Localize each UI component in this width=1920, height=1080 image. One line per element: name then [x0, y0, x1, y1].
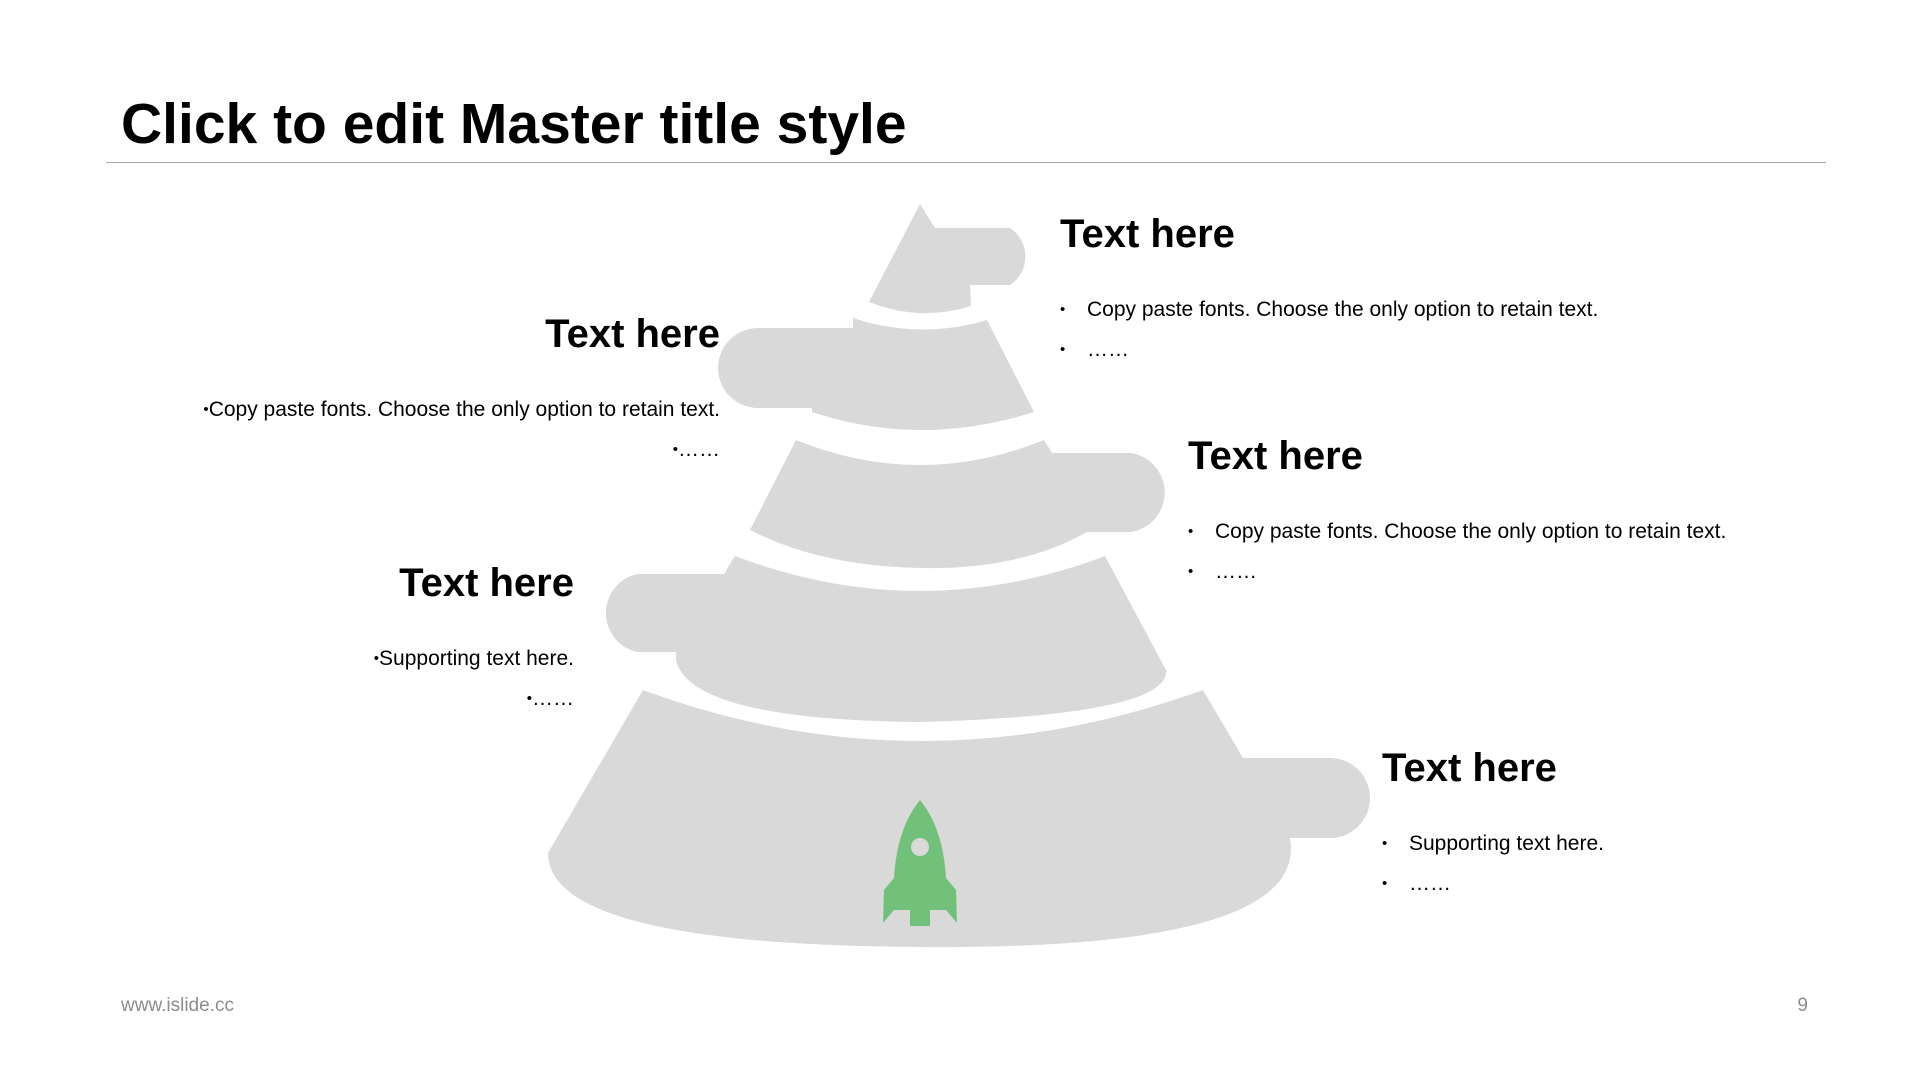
- rocket-icon: [883, 800, 957, 926]
- level-4-bullet-list: Supporting text here. ……: [0, 639, 574, 719]
- level-1-bullet-list: Copy paste fonts. Choose the only option…: [1060, 290, 1780, 370]
- pyramid-layer-3: [750, 440, 1165, 569]
- level-2-bullet-2[interactable]: ……: [0, 430, 720, 470]
- level-3-heading[interactable]: Text here: [1188, 434, 1363, 478]
- footer-url: www.islide.cc: [121, 995, 234, 1016]
- rocket-body: [883, 800, 957, 926]
- pyramid-layer-4: [605, 556, 1167, 722]
- level-2-bullet-1[interactable]: Copy paste fonts. Choose the only option…: [0, 390, 720, 430]
- level-4-text: Text here Supporting text here. ……: [0, 557, 574, 719]
- page-number: 9: [1797, 995, 1808, 1016]
- title-divider: [106, 162, 1826, 163]
- level-5-text: Text here Supporting text here. ……: [1382, 742, 1920, 904]
- pyramid-layer-1: [869, 204, 1026, 314]
- pyramid-layer-2: [718, 318, 1034, 430]
- level-5-bullet-1[interactable]: Supporting text here.: [1382, 824, 1920, 864]
- level-2-bullet-list: Copy paste fonts. Choose the only option…: [0, 390, 720, 470]
- level-4-bullet-1[interactable]: Supporting text here.: [0, 639, 574, 679]
- pyramid-layer-5: [548, 690, 1370, 948]
- level-1-bullet-1[interactable]: Copy paste fonts. Choose the only option…: [1060, 290, 1780, 330]
- level-2-heading[interactable]: Text here: [545, 312, 720, 356]
- level-1-text: Text here Copy paste fonts. Choose the o…: [1060, 208, 1780, 370]
- level-3-bullet-list: Copy paste fonts. Choose the only option…: [1188, 512, 1908, 592]
- level-4-bullet-2[interactable]: ……: [0, 679, 574, 719]
- level-3-text: Text here Copy paste fonts. Choose the o…: [1188, 430, 1908, 592]
- level-3-bullet-2[interactable]: ……: [1188, 552, 1908, 592]
- level-1-heading[interactable]: Text here: [1060, 212, 1235, 256]
- level-5-bullet-2[interactable]: ……: [1382, 864, 1920, 904]
- level-1-bullet-2[interactable]: ……: [1060, 330, 1780, 370]
- level-5-bullet-list: Supporting text here. ……: [1382, 824, 1920, 904]
- level-3-bullet-1[interactable]: Copy paste fonts. Choose the only option…: [1188, 512, 1908, 552]
- rocket-window: [911, 838, 929, 856]
- level-4-heading[interactable]: Text here: [399, 561, 574, 605]
- slide-title[interactable]: Click to edit Master title style: [121, 92, 907, 156]
- level-2-text: Text here Copy paste fonts. Choose the o…: [0, 308, 720, 470]
- pyramid-layers: [548, 204, 1370, 948]
- level-5-heading[interactable]: Text here: [1382, 746, 1557, 790]
